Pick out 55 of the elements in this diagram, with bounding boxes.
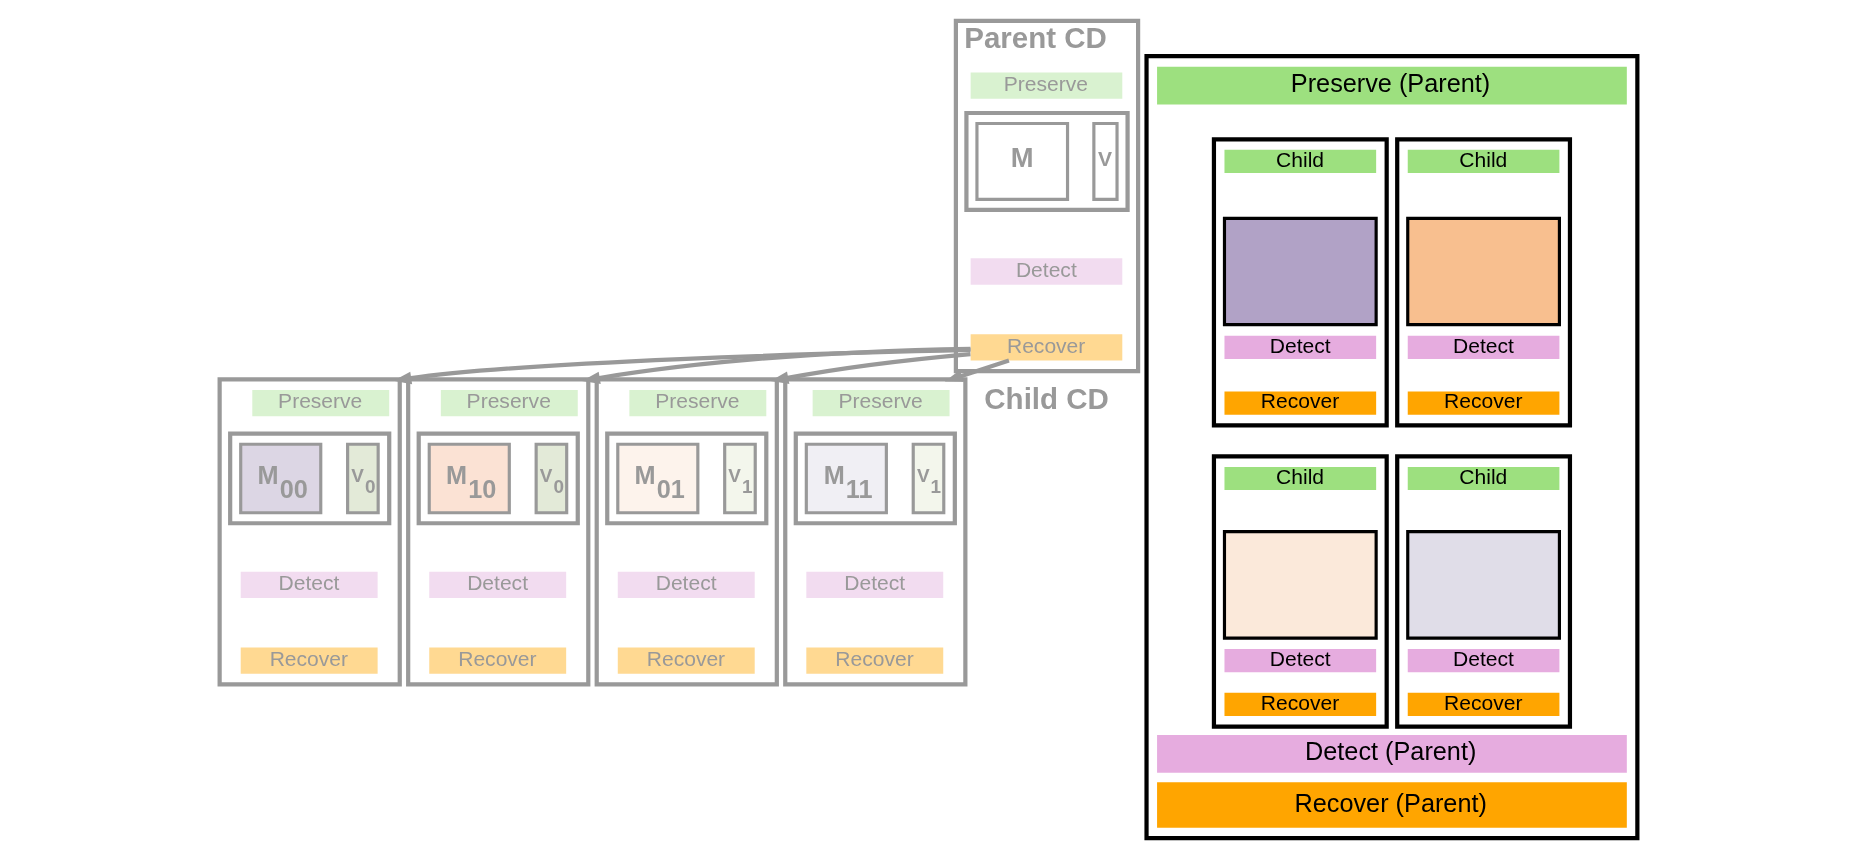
arrow — [770, 351, 971, 384]
arrow — [944, 358, 1010, 382]
cluster — [604, 431, 768, 526]
node-box: Recover — [428, 647, 566, 674]
cluster — [217, 377, 402, 687]
node-box: Detect — [1223, 335, 1376, 359]
node-box — [1222, 216, 1378, 327]
cluster — [1211, 454, 1389, 729]
node-box: Detect — [428, 571, 566, 599]
node-box: Detect — [240, 571, 378, 599]
node-box: Detect — [1223, 649, 1376, 673]
cluster — [1394, 137, 1572, 428]
cluster — [1143, 54, 1639, 841]
node-box: Child — [1223, 466, 1376, 491]
node-box: Detect — [970, 258, 1122, 285]
cluster — [963, 110, 1130, 212]
node-box: Recover — [970, 334, 1122, 361]
arrow — [392, 347, 971, 385]
cluster — [416, 431, 580, 526]
node-box: Preserve — [440, 390, 578, 417]
node-box: Preserve (Parent) — [1156, 66, 1627, 105]
node-box: Recover — [805, 647, 943, 674]
node-box: Detect — [617, 571, 755, 599]
node-box: Recover — [1223, 692, 1376, 716]
node-box: Recover — [1407, 391, 1559, 415]
node-box: Preserve — [628, 390, 766, 417]
node-box: M — [974, 121, 1069, 201]
cluster — [793, 431, 957, 526]
node-box: Preserve — [970, 72, 1122, 99]
node-box: Preserve — [812, 390, 950, 417]
node-box: Detect — [805, 571, 943, 599]
node-box — [1222, 530, 1378, 640]
cluster — [1211, 137, 1389, 428]
node-box: Detect — [1407, 335, 1559, 359]
cluster — [1394, 454, 1572, 729]
label: Child CD — [983, 382, 1109, 416]
node-box: Recover — [240, 647, 378, 674]
node-box: Recover — [1407, 692, 1559, 716]
cluster — [594, 377, 779, 687]
node-box — [1405, 216, 1561, 327]
node-box: Detect — [1407, 649, 1559, 673]
node-box: Recover — [617, 647, 755, 674]
node-box: Detect (Parent) — [1156, 734, 1627, 773]
node-box — [1405, 530, 1561, 640]
node-box: Child — [1407, 149, 1559, 174]
node-box: V — [1091, 121, 1119, 201]
node-box: Recover — [1223, 391, 1376, 415]
node-box: Child — [1223, 149, 1376, 174]
cluster — [405, 377, 590, 687]
node-box: Child — [1407, 466, 1559, 491]
node-box: Preserve — [251, 390, 389, 417]
node-box: Recover (Parent) — [1156, 782, 1627, 828]
cluster — [227, 431, 391, 526]
cluster — [782, 377, 967, 687]
arrow — [581, 346, 970, 385]
